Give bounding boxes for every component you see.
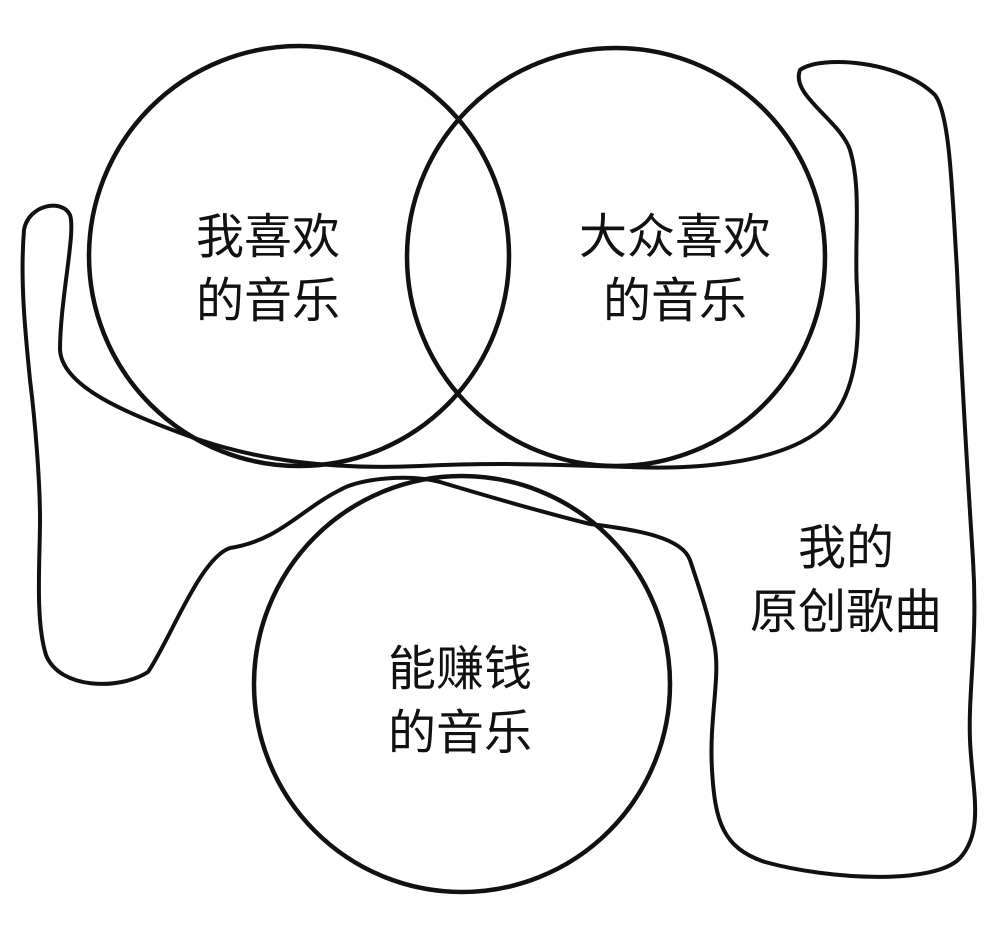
blob-my-originals xyxy=(20,60,978,879)
circle-i-like xyxy=(86,43,512,469)
label-public-likes: 大众喜欢 的音乐 xyxy=(555,205,795,333)
label-makes-money-line1: 能赚钱 xyxy=(387,641,532,697)
label-public-likes-line2: 的音乐 xyxy=(602,273,747,329)
label-public-likes-line1: 大众喜欢 xyxy=(578,209,771,265)
label-my-originals-line2: 原创歌曲 xyxy=(749,584,942,640)
label-my-originals-line1: 我的 xyxy=(797,520,894,576)
label-i-like: 我喜欢 的音乐 xyxy=(163,205,373,333)
label-makes-money-line2: 的音乐 xyxy=(387,705,532,761)
circle-makes-money xyxy=(251,473,673,895)
label-my-originals: 我的 原创歌曲 xyxy=(728,516,964,644)
label-i-like-line1: 我喜欢 xyxy=(195,209,340,265)
label-i-like-line2: 的音乐 xyxy=(195,273,340,329)
label-makes-money: 能赚钱 的音乐 xyxy=(355,637,565,765)
